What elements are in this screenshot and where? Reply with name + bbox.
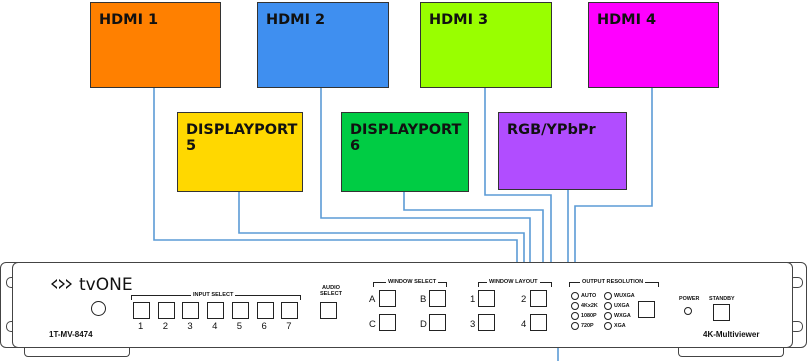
standby-button[interactable] [713,304,730,321]
source-hdmi4: HDMI 4 [588,2,719,88]
source-rgb: RGB/YPbPr [498,112,627,190]
resolution-option-label: WUXGA [614,293,635,299]
resolution-option-label: UXGA [614,303,630,309]
input-7-button[interactable] [281,302,299,319]
window-b-button[interactable] [429,290,446,307]
output-resolution-title: OUTPUT RESOLUTION [580,279,646,285]
window-b-label: B [420,294,427,305]
resolution-radio[interactable] [571,322,579,330]
source-label: HDMI 2 [266,12,326,28]
source-label: DISPLAYPORT 5 [186,122,298,154]
source-dp5: DISPLAYPORT 5 [177,112,303,192]
input-7-label: 7 [286,321,292,332]
input-6-label: 6 [261,321,267,332]
layout-1-button[interactable] [478,290,495,307]
standby-label: STANDBY [709,296,735,302]
window-c-button[interactable] [379,314,396,331]
source-hdmi3: HDMI 3 [420,2,552,88]
input-5-button[interactable] [231,302,249,319]
layout-3-button[interactable] [478,314,495,331]
cable-hdmi2 [320,88,531,268]
power-led [684,307,692,315]
layout-1-label: 1 [470,294,476,305]
cable-hdmi1 [153,88,518,268]
input-3-button[interactable] [182,302,200,319]
input-5-label: 5 [236,321,243,332]
resolution-option-label: 1080P [581,313,597,319]
input-3-label: 3 [187,321,193,332]
device-foot [24,347,130,357]
resolution-radio[interactable] [571,302,579,310]
input-1-label: 1 [138,321,144,332]
cable-hdmi4 [574,88,653,268]
resolution-radio[interactable] [604,322,612,330]
input-2-label: 2 [162,321,168,332]
window-d-button[interactable] [429,314,446,331]
audio-select-button[interactable] [320,302,337,319]
power-label: POWER [679,296,700,302]
brand-name: tvONE [79,275,133,295]
resolution-radio[interactable] [604,312,612,320]
input-2-button[interactable] [157,302,175,319]
resolution-radio[interactable] [571,312,579,320]
model-number: 1T-MV-8474 [49,330,93,339]
audio-select-title: AUDIO SELECT [319,285,343,297]
resolution-option-label: XGA [614,323,626,329]
product-name: 4K-Multiviewer [703,330,760,339]
source-label: RGB/YPbPr [507,122,596,138]
cable-dp6 [403,192,544,268]
window-a-button[interactable] [379,290,396,307]
resolution-option-label: WXGA [614,313,631,319]
resolution-radio[interactable] [604,302,612,310]
input-select-title: INPUT SELECT [191,292,236,298]
tvone-logo-icon [49,277,79,296]
device-foot [678,347,784,357]
source-label: DISPLAYPORT 6 [350,122,462,154]
window-layout-title: WINDOW LAYOUT [487,279,540,285]
layout-2-label: 2 [521,294,527,305]
input-4-button[interactable] [207,302,225,319]
resolution-option-label: 720P [581,323,594,329]
resolution-option-label: AUTO [581,293,597,299]
input-6-button[interactable] [256,302,274,319]
layout-4-button[interactable] [530,314,547,331]
layout-2-button[interactable] [530,290,547,307]
resolution-radio[interactable] [571,292,579,300]
window-d-label: D [420,319,427,330]
source-hdmi2: HDMI 2 [257,2,389,88]
resolution-radio[interactable] [604,292,612,300]
window-c-label: C [369,319,376,330]
output-resolution-button[interactable] [638,301,655,318]
window-select-title: WINDOW SELECT [386,279,439,285]
input-1-button[interactable] [133,302,150,319]
source-hdmi1: HDMI 1 [90,2,221,88]
window-a-label: A [369,294,376,305]
cable-hdmi3 [484,88,552,268]
source-dp6: DISPLAYPORT 6 [341,112,469,192]
input-4-label: 4 [212,321,218,332]
source-label: HDMI 1 [99,12,159,28]
resolution-option-label: 4Kx2K [581,303,598,309]
source-label: HDMI 4 [597,12,657,28]
layout-4-label: 4 [521,319,527,330]
ir-sensor [91,301,106,316]
cable-dp5 [238,192,525,268]
layout-3-label: 3 [470,319,476,330]
source-label: HDMI 3 [429,12,489,28]
